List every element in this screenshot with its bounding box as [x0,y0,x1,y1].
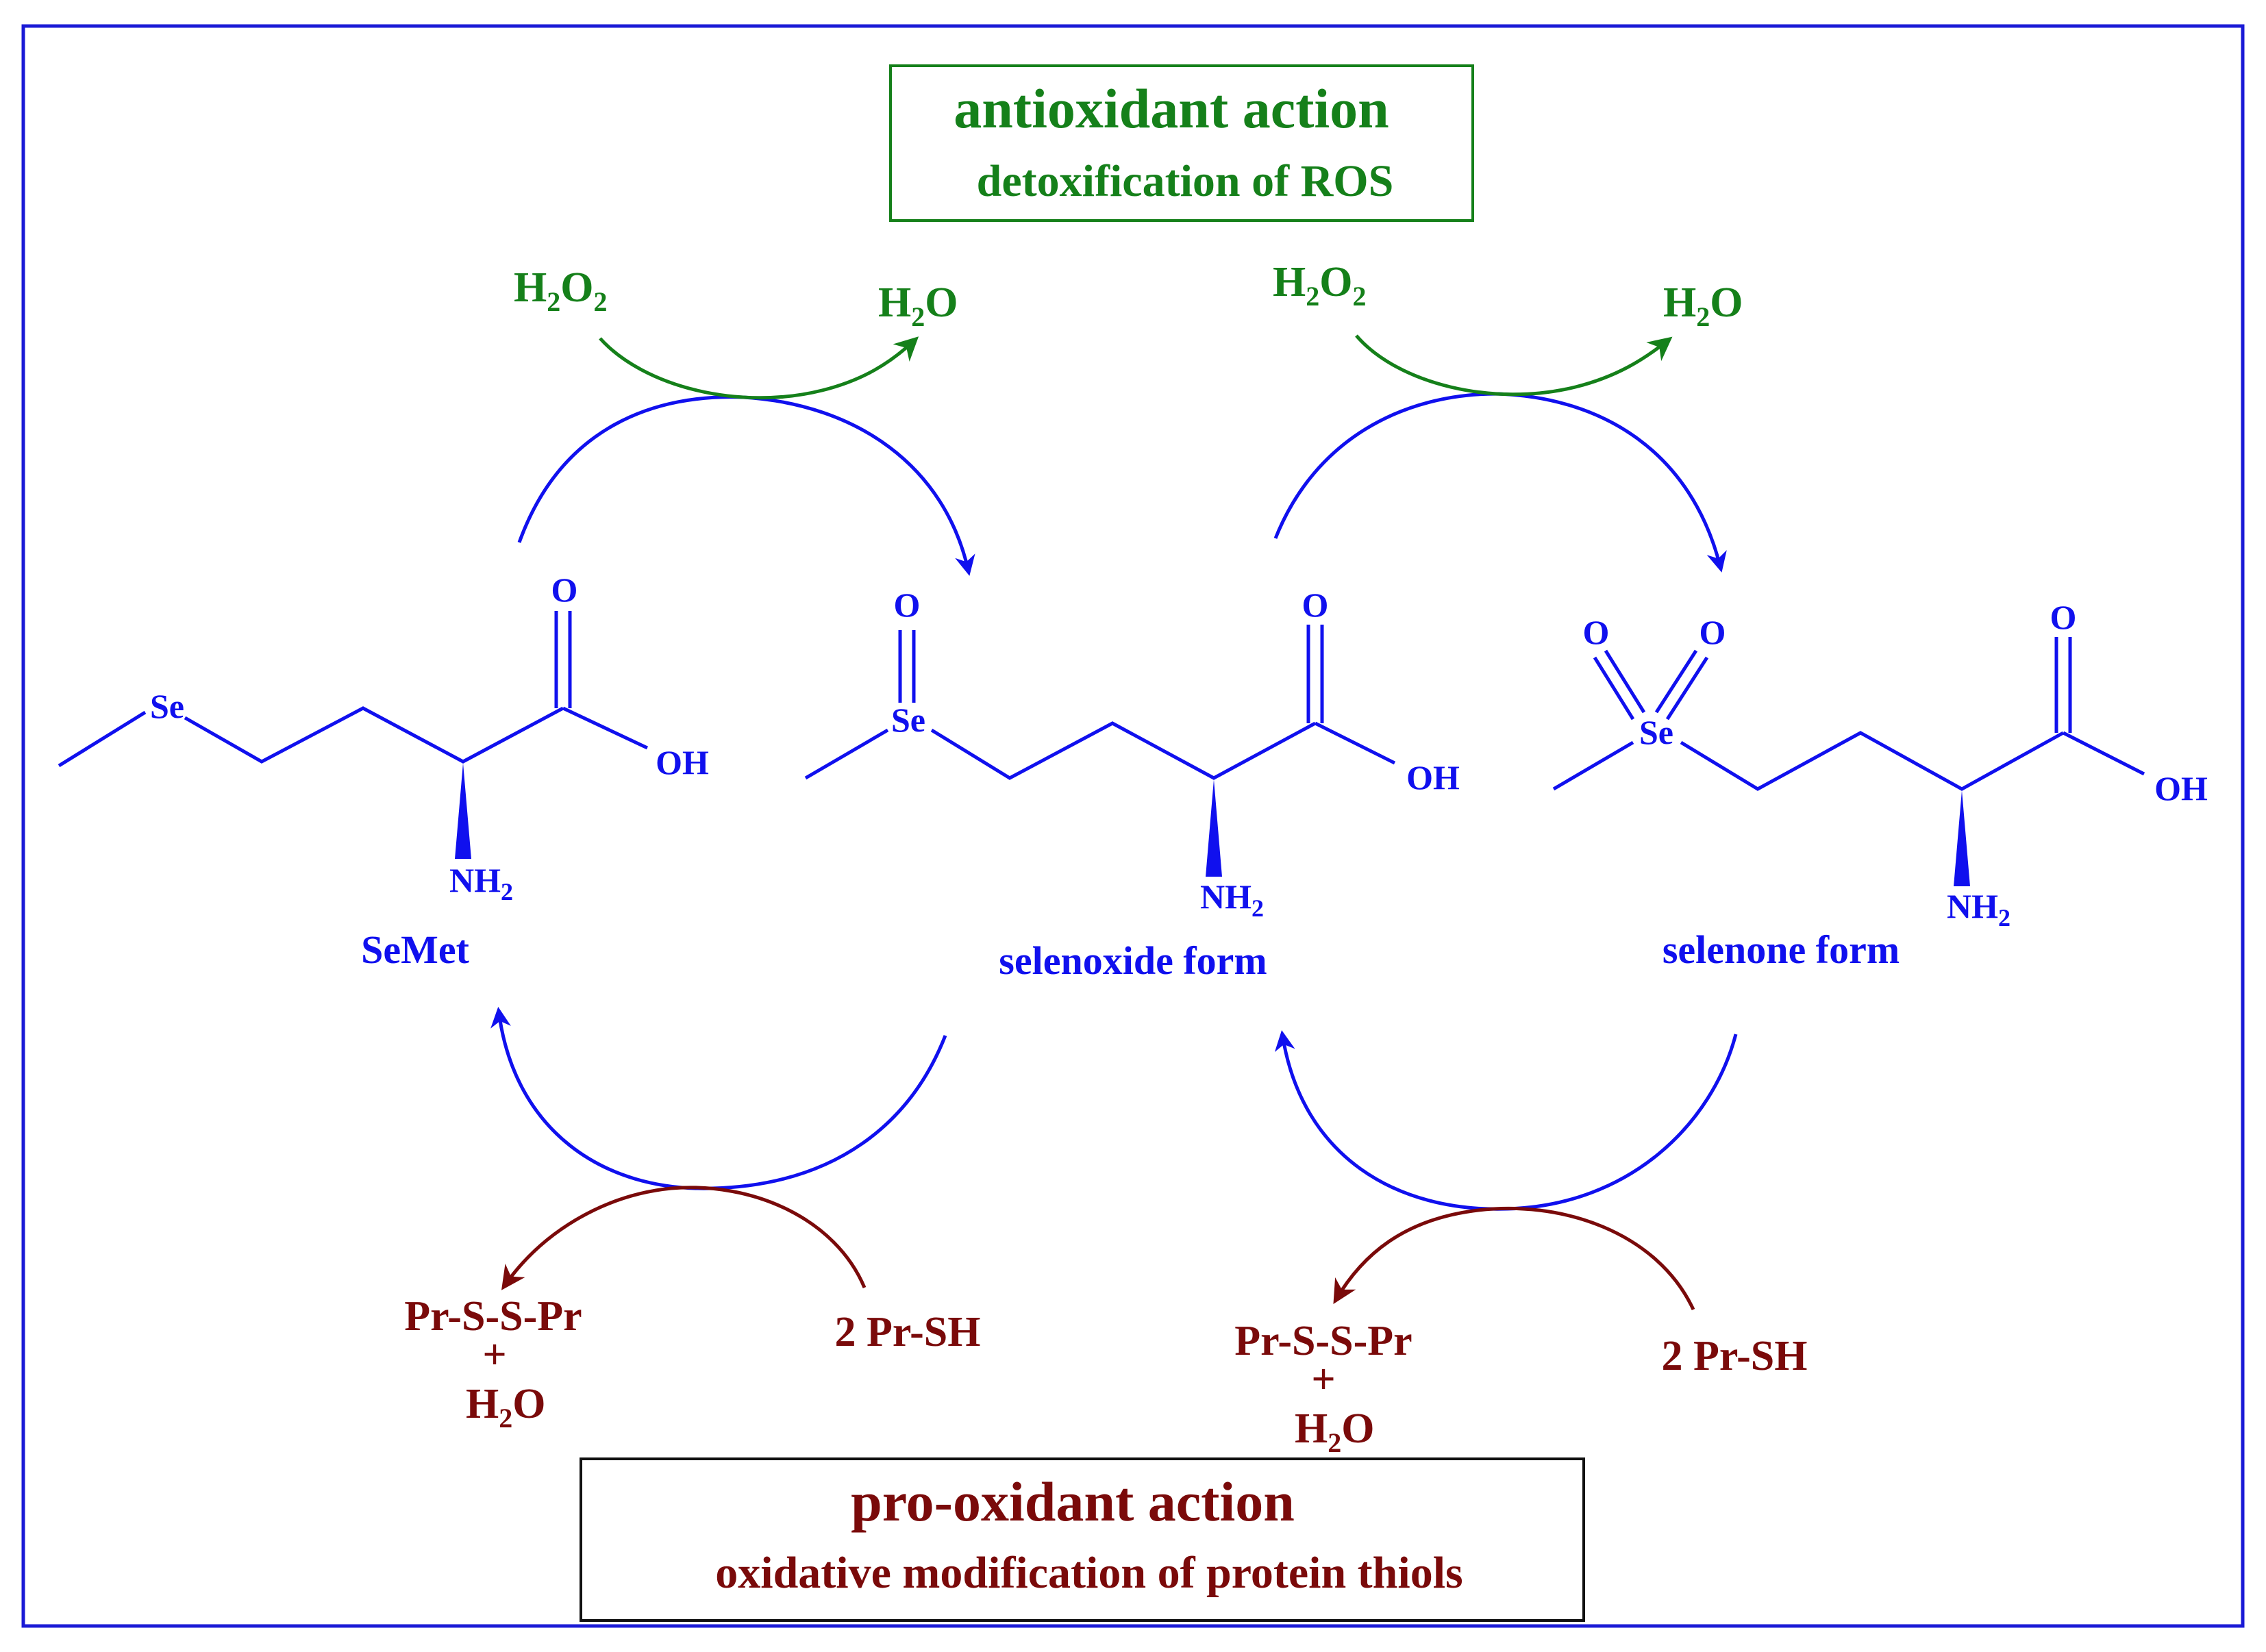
selenoxide-carbonyl [1306,625,1324,723]
prooxidant-subtitle: oxidative modification of protein thiols [715,1548,1462,1598]
h2o-label-2: H2O [1663,279,1743,332]
selenone-se-atom: Se [1639,713,1673,751]
h2o2-label-2: H2O2 [1273,259,1366,312]
thiol-oxidation-arrow-1 [501,1186,867,1290]
h2o2-consumption-arrow-1 [599,336,919,400]
reduction-arrow-1 [490,1007,947,1190]
selenone-carbonyl [2054,637,2072,733]
semet-wedge-bond [455,763,471,859]
antioxidant-box: antioxidant action detoxification of ROS [889,64,1474,222]
selenoxide-oh-group: OH [1406,758,1460,797]
molecule-semet: Se O OH NH2 SeMet [58,571,709,972]
antioxidant-subtitle: detoxification of ROS [977,156,1394,206]
plus-sign-1: + [482,1331,506,1378]
semet-nh2-group: NH2 [449,861,513,905]
reduction-arrow-2 [1274,1030,1738,1211]
semet-name-label: SeMet [361,927,469,972]
antioxidant-box-border [889,64,1474,222]
selenoxide-skeleton [804,721,1396,780]
selenoxide-oxo-atom: O [894,586,921,624]
h2o2-label-1: H2O2 [514,264,607,317]
oxidation-step-1: H2O2 H2O [514,264,975,576]
h2o-label-1: H2O [878,279,958,332]
semet-skeleton [58,706,649,768]
selenone-skeleton [1552,731,2145,791]
prooxidant-box-border [580,1457,1585,1622]
selenoxide-wedge-bond [1206,779,1222,877]
semet-oh-group: OH [656,743,709,781]
semet-o-atom: O [551,571,578,609]
selenone-se-o-bond-left [1593,649,1646,721]
selenone-se-o-bond-right [1654,649,1709,721]
water-product-label-1: H2O [466,1381,545,1434]
prooxidant-title: pro-oxidant action [851,1470,1295,1533]
selenoxide-se-atom: Se [891,701,925,739]
semet-carbonyl [554,611,572,708]
molecule-selenone: Se O O O OH NH2 selenone form [1552,598,2208,972]
semet-se-atom: Se [150,687,184,725]
water-product-label-2: H2O [1295,1405,1374,1458]
reduction-step-2: 2 Pr-SH Pr-S-S-Pr + H2O [1234,1030,1808,1458]
selenoxide-o-atom: O [1302,586,1329,624]
disulfide-product-label-1: Pr-S-S-Pr [404,1293,582,1340]
molecule-selenoxide: Se O O OH NH2 selenoxide form [804,586,1460,983]
selenoxide-nh2-group: NH2 [1200,877,1264,922]
oxidation-arrow-2 [1273,392,1727,573]
selenoxide-se-o-bond [898,630,916,703]
selenone-name-label: selenone form [1663,927,1900,972]
thiol-reagent-label-2: 2 Pr-SH [1662,1333,1808,1379]
selenone-wedge-bond [1954,790,1970,886]
selenone-oxo-atom-left: O [1583,613,1610,651]
oxidation-arrow-1 [517,395,975,576]
outer-frame [21,24,2245,1628]
selenoxide-name-label: selenoxide form [999,938,1267,983]
selenone-nh2-group: NH2 [1947,887,2010,931]
plus-sign-2: + [1311,1356,1335,1403]
h2o2-consumption-arrow-2 [1355,334,1673,397]
oxidation-step-2: H2O2 H2O [1273,259,1743,573]
thiol-oxidation-arrow-2 [1333,1206,1695,1311]
disulfide-product-label-2: Pr-S-S-Pr [1234,1318,1412,1364]
selenone-oh-group: OH [2154,769,2208,808]
thiol-reagent-label-1: 2 Pr-SH [835,1309,981,1355]
prooxidant-box: pro-oxidant action oxidative modificatio… [580,1457,1585,1622]
selenone-o-atom: O [2050,598,2077,636]
reduction-step-1: 2 Pr-SH Pr-S-S-Pr + H2O [404,1007,981,1434]
antioxidant-title: antioxidant action [954,77,1389,140]
selenone-oxo-atom-right: O [1700,613,1726,651]
